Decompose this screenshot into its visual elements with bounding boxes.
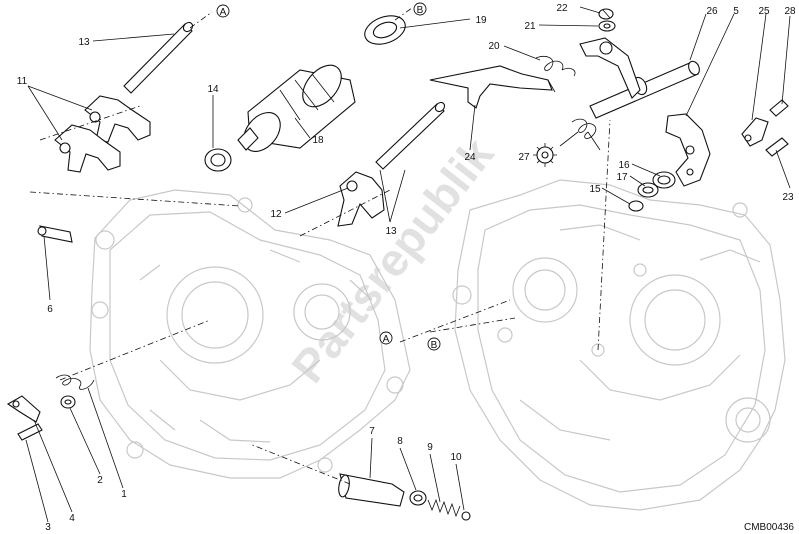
washer-21	[598, 20, 616, 32]
bolt-3	[17, 423, 43, 441]
callout-11: 11	[17, 76, 28, 87]
bracket-25	[741, 117, 769, 147]
circlip-15	[628, 200, 644, 212]
fork-shaft-middle	[375, 101, 446, 170]
callout-labels: 1 2 3 4 5 6 7 8 9 10 11 12 13 13 14 15 1…	[17, 3, 796, 533]
washer-19	[364, 15, 406, 45]
callout-15: 15	[589, 184, 601, 195]
gear-symbol-icon	[533, 143, 557, 167]
gearshift-fork-pair	[54, 95, 151, 173]
shift-shaft-26	[579, 37, 700, 119]
right-crankcase-half	[452, 179, 786, 511]
marker-a-mid: A	[379, 331, 393, 345]
callout-10: 10	[450, 452, 462, 463]
svg-text:A: A	[383, 334, 390, 345]
fork-shaft-upper	[123, 21, 194, 94]
seal-17	[637, 182, 659, 198]
selector-drum	[237, 64, 356, 152]
callout-9: 9	[427, 442, 433, 453]
callout-28: 28	[784, 6, 796, 17]
screw-23	[765, 137, 789, 157]
svg-text:A: A	[220, 7, 227, 18]
washer-2	[60, 395, 76, 409]
washer-8	[409, 490, 427, 506]
plunger-7	[338, 473, 405, 507]
marker-a-top: A	[216, 4, 230, 18]
callout-25: 25	[758, 6, 770, 17]
callout-24: 24	[464, 152, 476, 163]
callout-13-upper: 13	[78, 37, 90, 48]
spring-27	[571, 118, 601, 151]
lever-24	[429, 65, 553, 109]
svg-text:B: B	[417, 5, 424, 16]
callout-27: 27	[518, 152, 530, 163]
left-crankcase-half	[89, 189, 411, 479]
ring-16	[652, 171, 676, 189]
ball-10	[461, 511, 471, 521]
callout-6: 6	[47, 304, 53, 315]
callout-22: 22	[556, 3, 568, 14]
callout-23: 23	[782, 192, 794, 203]
callout-16: 16	[618, 160, 630, 171]
sensor-6	[37, 225, 73, 243]
callout-21: 21	[524, 21, 536, 32]
spring-1	[55, 374, 95, 390]
drawing-code: CMB00436	[744, 522, 794, 533]
marker-b-mid: B	[427, 337, 441, 351]
callout-26: 26	[706, 6, 718, 17]
gearshift-fork-single	[337, 171, 385, 227]
callout-17: 17	[616, 172, 628, 183]
callout-18: 18	[312, 135, 324, 146]
callout-2: 2	[97, 475, 103, 486]
callout-19: 19	[475, 15, 487, 26]
svg-text:B: B	[431, 340, 438, 351]
leader-lines	[25, 6, 791, 523]
spring-9	[427, 498, 461, 518]
callout-20: 20	[488, 41, 500, 52]
return-spring-20	[535, 56, 576, 93]
callout-14: 14	[207, 84, 219, 95]
watermark: Partsrepublik	[281, 128, 503, 392]
callout-4: 4	[69, 513, 75, 524]
callout-8: 8	[397, 436, 403, 447]
callout-1: 1	[121, 489, 127, 500]
screw-28	[769, 99, 789, 117]
drum-washer	[204, 148, 232, 172]
marker-b-top: B	[413, 2, 427, 16]
callout-12: 12	[270, 209, 282, 220]
callout-5: 5	[733, 6, 739, 17]
ratchet-plate-5	[665, 113, 711, 187]
circlip-22	[598, 8, 614, 20]
callout-13-middle: 13	[385, 226, 397, 237]
callout-7: 7	[369, 426, 375, 437]
callout-3: 3	[45, 522, 51, 533]
link-plate-4	[6, 395, 41, 423]
